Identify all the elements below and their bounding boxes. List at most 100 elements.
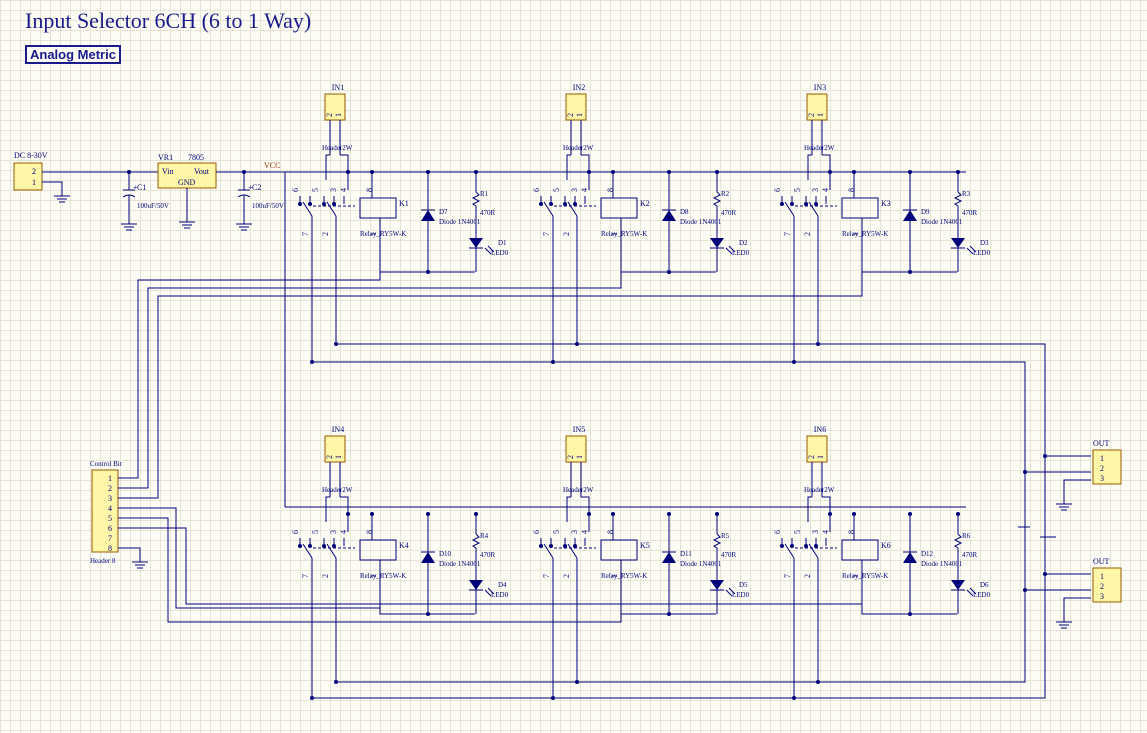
control-pin-label: 6 bbox=[108, 524, 112, 533]
ground-symbol bbox=[54, 190, 70, 203]
led-indicator bbox=[951, 580, 965, 590]
regulator-body bbox=[157, 162, 217, 189]
header-pin-label: 2 bbox=[566, 455, 575, 459]
switch-blade bbox=[543, 201, 554, 217]
dc-input-connector bbox=[13, 162, 43, 191]
header-wire bbox=[325, 496, 330, 522]
output-bus-left bbox=[312, 361, 1026, 683]
led-ref: D2 bbox=[739, 239, 748, 247]
led-light-arrow bbox=[487, 587, 495, 595]
junction-dot bbox=[587, 512, 591, 516]
resistor-value: 470R bbox=[962, 209, 978, 217]
output-header-body bbox=[1092, 449, 1122, 485]
relay-pin-label: 2 bbox=[562, 232, 571, 236]
led-part: LED0 bbox=[973, 591, 991, 599]
output-ground-wire bbox=[1063, 597, 1091, 616]
led-indicator bbox=[710, 580, 724, 590]
input-header-body bbox=[324, 93, 346, 121]
relay-pin-label: 8 bbox=[847, 530, 856, 534]
relay-part: Relay_RY5W-K bbox=[360, 230, 406, 238]
header-wire bbox=[822, 154, 831, 190]
control-line bbox=[118, 507, 381, 614]
flyback-diode bbox=[662, 210, 676, 221]
relay-pin-label: 4 bbox=[580, 188, 589, 192]
junction-dot bbox=[298, 202, 302, 206]
input-header-part: Header2W bbox=[563, 486, 594, 494]
relay-pin-label: 8 bbox=[606, 188, 615, 192]
input-header-part: Header2W bbox=[322, 144, 353, 152]
relay-pin-label: 7 bbox=[301, 232, 310, 236]
junction-dot bbox=[563, 544, 567, 548]
header-wire bbox=[340, 496, 349, 532]
led-light-arrow bbox=[969, 587, 977, 595]
dc-input-label: DC 8-30V bbox=[14, 151, 48, 160]
bus-wiring bbox=[284, 171, 1091, 700]
relay-pin-label: 8 bbox=[365, 188, 374, 192]
junction-dot bbox=[474, 512, 478, 516]
relay-pin-label: 1 bbox=[369, 232, 378, 236]
junction-dot bbox=[814, 202, 818, 206]
led-ref: D3 bbox=[980, 239, 989, 247]
switch-blade bbox=[808, 201, 819, 217]
cap-ref: C1 bbox=[137, 183, 146, 192]
relay-pin-label: 1 bbox=[369, 574, 378, 578]
relay-pin-label: 8 bbox=[606, 530, 615, 534]
relay-part: Relay_RY5W-K bbox=[601, 230, 647, 238]
input-header-part: Header2W bbox=[804, 144, 835, 152]
junction-dot bbox=[828, 512, 832, 516]
junction-dot bbox=[322, 202, 326, 206]
resistor-ref: R3 bbox=[962, 190, 971, 198]
relay-pin-label: 3 bbox=[811, 530, 820, 534]
header-pin-label: 1 bbox=[334, 113, 343, 117]
relay-part: Relay_RY5W-K bbox=[842, 230, 888, 238]
resistor bbox=[712, 191, 722, 207]
diode-part: Diode 1N4001 bbox=[921, 560, 963, 568]
flyback-diode bbox=[903, 210, 917, 221]
relay-coil bbox=[841, 539, 879, 561]
diode-ref: D11 bbox=[680, 550, 692, 558]
relay-ref: K6 bbox=[881, 541, 891, 550]
header-wire bbox=[566, 154, 571, 180]
header-wire bbox=[340, 154, 349, 190]
junction-dot bbox=[298, 544, 302, 548]
junction-dot bbox=[332, 202, 336, 206]
header-wire bbox=[807, 496, 812, 522]
header-pin-label: 2 bbox=[807, 113, 816, 117]
header-pin-label: 2 bbox=[325, 113, 334, 117]
relay-pin-label: 1 bbox=[851, 574, 860, 578]
relay-pin-label: 1 bbox=[851, 232, 860, 236]
led-light-arrow bbox=[969, 245, 977, 253]
resistor bbox=[953, 191, 963, 207]
junction-dot bbox=[780, 202, 784, 206]
led-light-arrow bbox=[728, 245, 736, 253]
output-pin-label: 3 bbox=[1100, 474, 1104, 483]
junction-dot bbox=[908, 612, 912, 616]
junction-dot bbox=[549, 202, 553, 206]
led-ref: D1 bbox=[498, 239, 507, 247]
led-light-arrow bbox=[484, 247, 492, 255]
relay-pin-label: 4 bbox=[821, 530, 830, 534]
control-line bbox=[118, 527, 863, 614]
switch-blade bbox=[326, 543, 337, 559]
junction-dot bbox=[370, 512, 374, 516]
junction-dot bbox=[780, 544, 784, 548]
relay-ref: K4 bbox=[399, 541, 409, 550]
cap-value: 100uF/50V bbox=[137, 202, 169, 210]
regulator-pin-vout: Vout bbox=[194, 167, 210, 176]
flyback-diode bbox=[903, 552, 917, 563]
relay-coil bbox=[359, 539, 397, 561]
switch-blade bbox=[784, 201, 795, 217]
resistor-ref: R2 bbox=[721, 190, 730, 198]
header-pin-label: 2 bbox=[807, 455, 816, 459]
relay-pin-label: 5 bbox=[793, 188, 802, 192]
relay-pin-label: 7 bbox=[783, 232, 792, 236]
led-part: LED0 bbox=[732, 249, 750, 257]
led-light-arrow bbox=[728, 587, 736, 595]
resistor-value: 470R bbox=[721, 209, 737, 217]
dc-ground-wire bbox=[42, 181, 63, 190]
